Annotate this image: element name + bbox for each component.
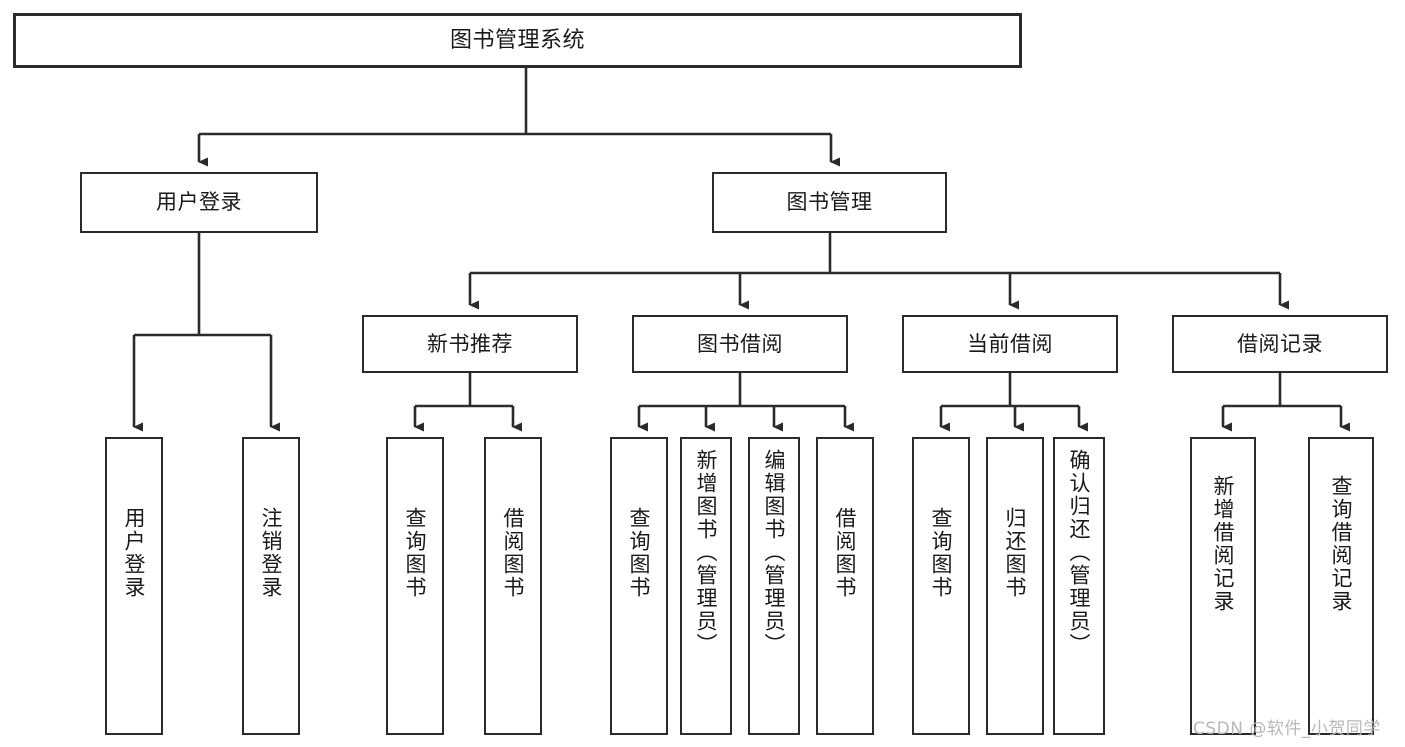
csdn-watermark: CSDN @软件_小贺同学 (1193, 719, 1381, 739)
node-leaf-logout-label: 注销登录 (259, 507, 284, 599)
node-leaf-query-book-3-label: 查询图书 (929, 507, 954, 599)
node-leaf-edit-book-label: 编辑图书（管理员） (762, 449, 787, 656)
node-new-book-recommend-label: 新书推荐 (427, 331, 513, 356)
node-new-book-recommend[interactable]: 新书推荐 (362, 315, 578, 373)
node-book-management-label: 图书管理 (786, 190, 873, 215)
node-leaf-borrow-book-2-label: 借阅图书 (833, 507, 858, 599)
node-leaf-add-book[interactable]: 新增图书（管理员） (680, 437, 732, 735)
node-book-management[interactable]: 图书管理 (712, 172, 947, 233)
node-user-login-label: 用户登录 (156, 190, 242, 215)
node-leaf-query-record[interactable]: 查询借阅记录 (1308, 437, 1374, 735)
node-borrow-record-label: 借阅记录 (1237, 331, 1323, 356)
node-leaf-query-book-2[interactable]: 查询图书 (610, 437, 668, 735)
node-leaf-borrow-book-1[interactable]: 借阅图书 (484, 437, 542, 735)
node-root-label: 图书管理系统 (449, 27, 585, 53)
node-leaf-query-book-2-label: 查询图书 (627, 507, 652, 599)
node-leaf-query-book-1[interactable]: 查询图书 (386, 437, 444, 735)
node-leaf-query-book-3[interactable]: 查询图书 (912, 437, 970, 735)
node-root[interactable]: 图书管理系统 (13, 13, 1022, 68)
node-leaf-logout[interactable]: 注销登录 (242, 437, 300, 735)
node-borrow-record[interactable]: 借阅记录 (1172, 315, 1388, 373)
node-leaf-borrow-book-1-label: 借阅图书 (501, 507, 526, 599)
node-leaf-return-book[interactable]: 归还图书 (986, 437, 1044, 735)
node-leaf-confirm-return[interactable]: 确认归还（管理员） (1053, 437, 1105, 735)
node-leaf-user-login-label: 用户登录 (122, 507, 147, 599)
node-leaf-confirm-return-label: 确认归还（管理员） (1067, 449, 1092, 656)
node-leaf-borrow-book-2[interactable]: 借阅图书 (816, 437, 874, 735)
node-leaf-edit-book[interactable]: 编辑图书（管理员） (748, 437, 800, 735)
node-leaf-user-login[interactable]: 用户登录 (105, 437, 163, 735)
node-book-borrow[interactable]: 图书借阅 (632, 315, 848, 373)
node-leaf-add-record[interactable]: 新增借阅记录 (1190, 437, 1256, 735)
node-current-borrow[interactable]: 当前借阅 (902, 315, 1118, 373)
node-leaf-add-record-label: 新增借阅记录 (1211, 475, 1236, 613)
node-leaf-query-record-label: 查询借阅记录 (1329, 475, 1354, 613)
node-book-borrow-label: 图书借阅 (697, 331, 783, 356)
node-leaf-add-book-label: 新增图书（管理员） (694, 449, 719, 656)
node-leaf-return-book-label: 归还图书 (1003, 507, 1028, 599)
node-current-borrow-label: 当前借阅 (967, 331, 1053, 356)
node-leaf-query-book-1-label: 查询图书 (403, 507, 428, 599)
node-user-login[interactable]: 用户登录 (80, 172, 318, 233)
